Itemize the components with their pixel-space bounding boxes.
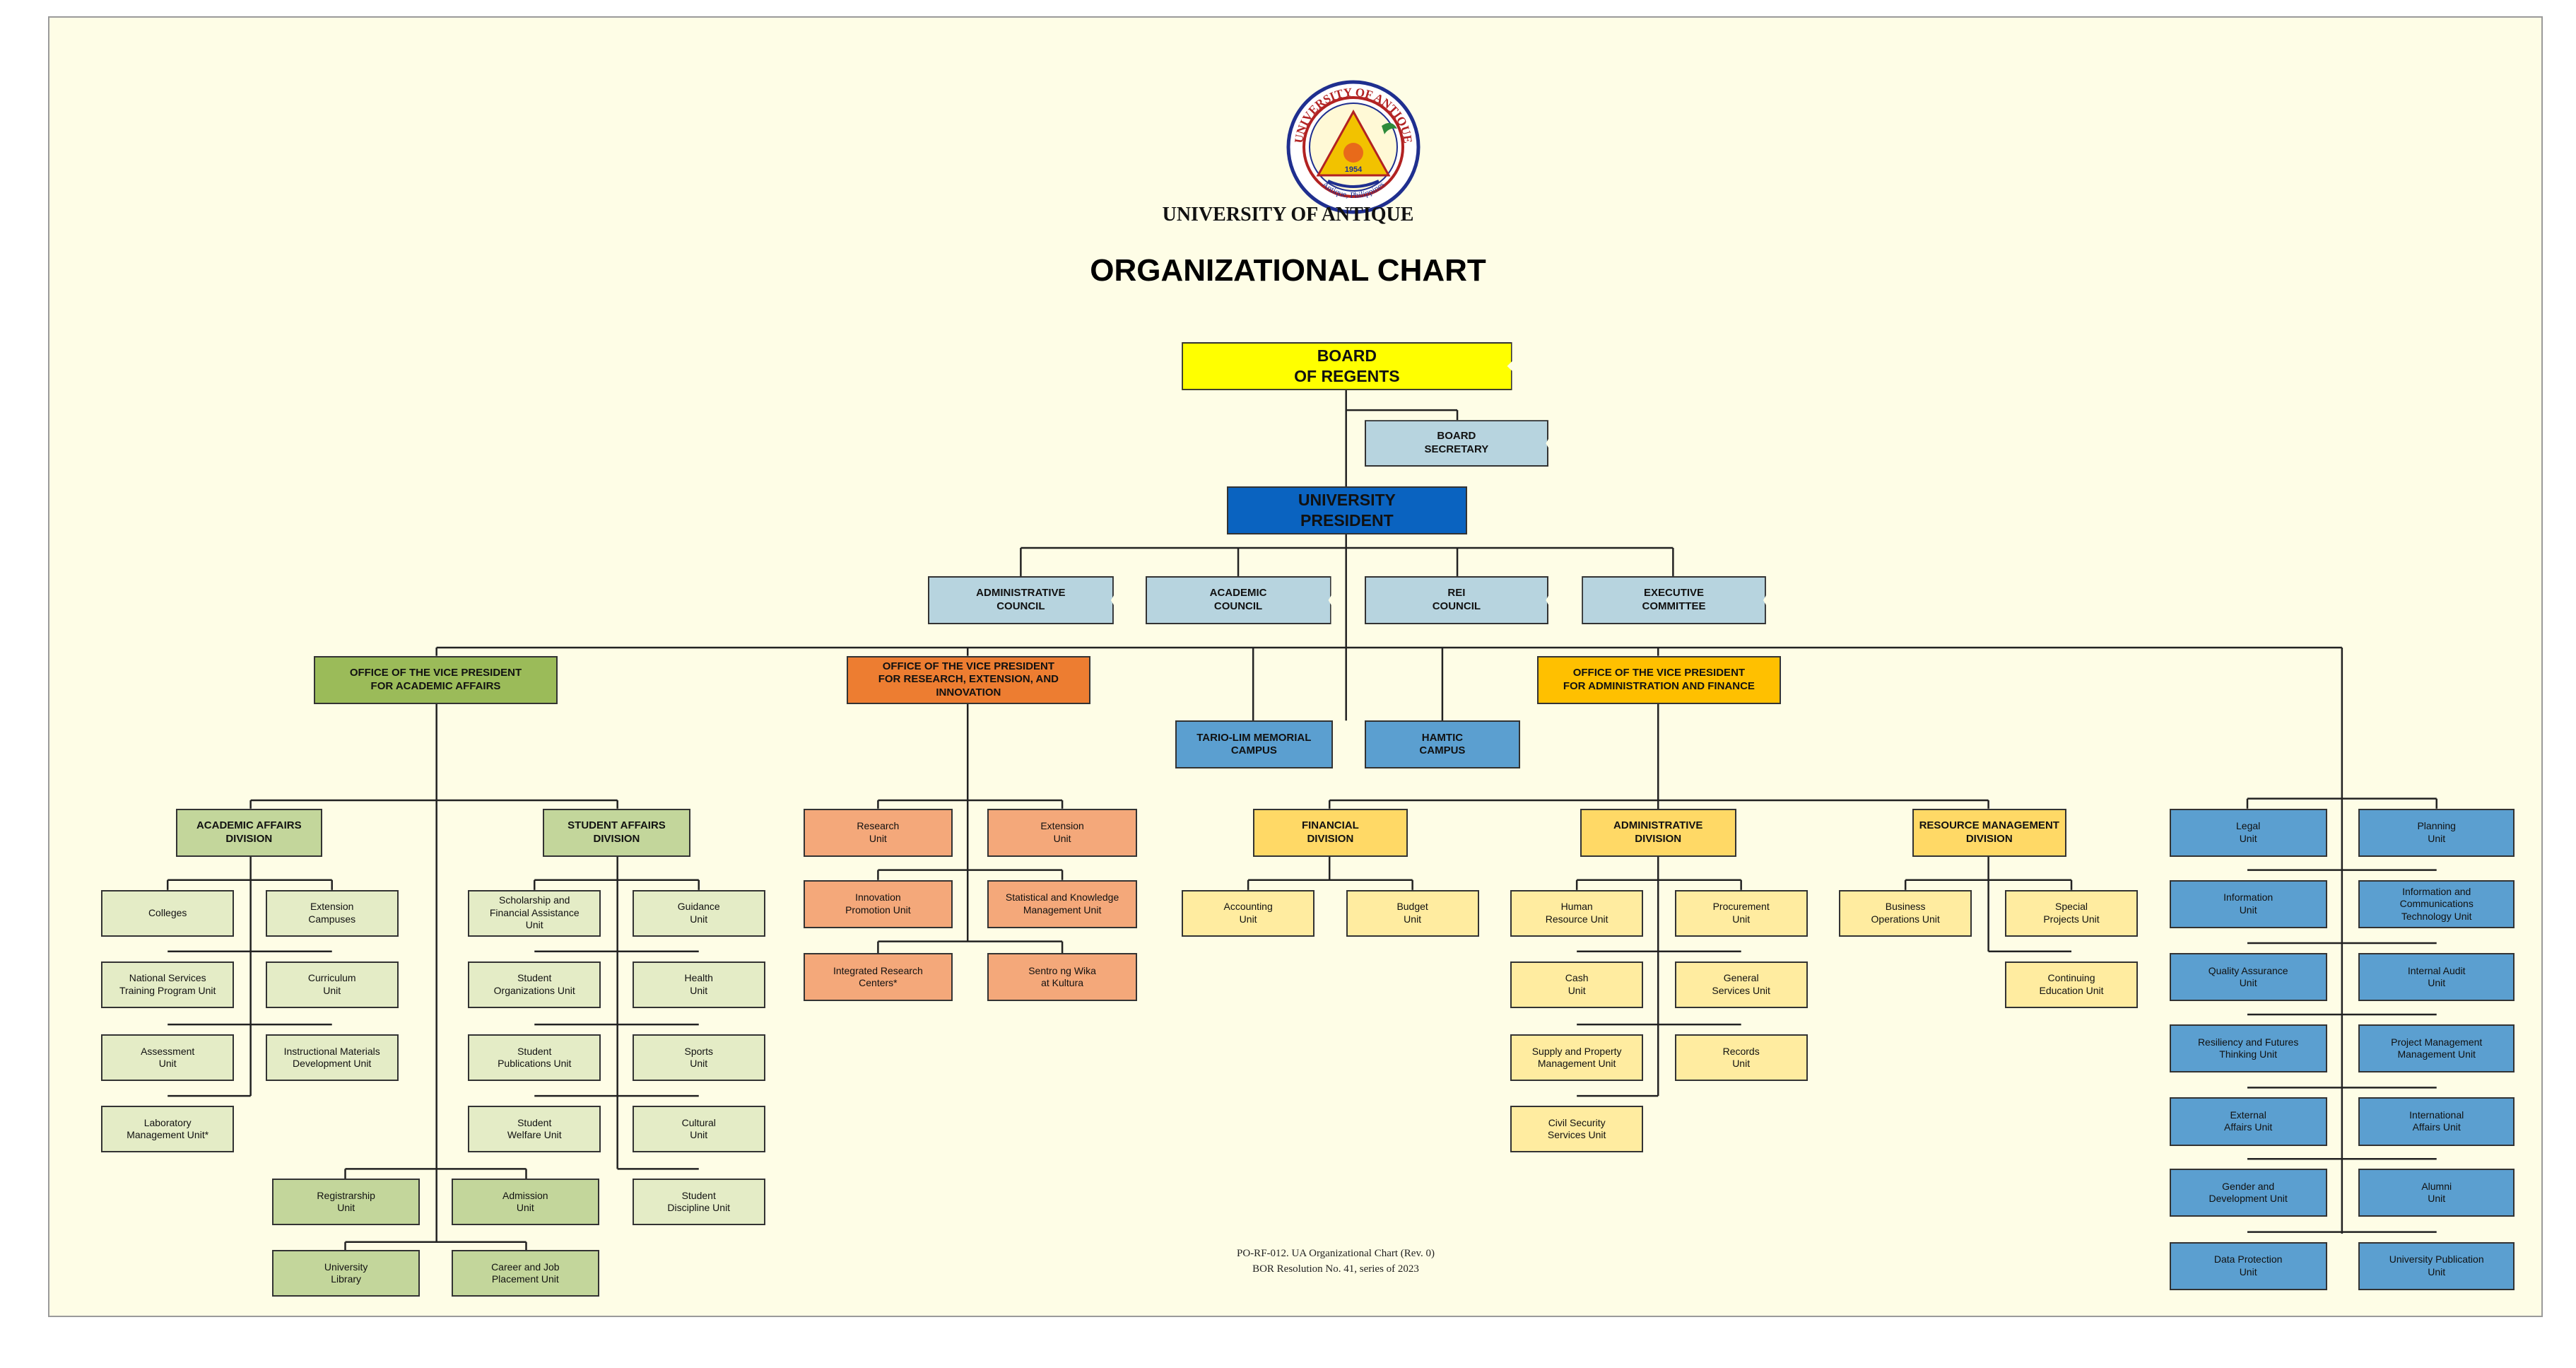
executive-committee-box: EXECUTIVE COMMITTEE	[1582, 575, 1766, 625]
continuing-ed-unit-box: Continuing Education Unit	[2005, 961, 2138, 1008]
planning-unit-box: Planning Unit	[2358, 808, 2515, 857]
administrative-division-box: ADMINISTRATIVE DIVISION	[1580, 808, 1736, 857]
colleges-box: Colleges	[101, 889, 235, 937]
cultural-unit-box: Cultural Unit	[632, 1106, 765, 1152]
gad-unit-box: Gender and Development Unit	[2169, 1169, 2327, 1217]
hamtic-campus-box: HAMTIC CAMPUS	[1364, 720, 1521, 769]
ovp-research-box: OFFICE OF THE VICE PRESIDENT FOR RESEARC…	[846, 655, 1090, 704]
procurement-unit-box: Procurement Unit	[1674, 889, 1808, 937]
integrated-research-box: Integrated Research Centers*	[803, 953, 953, 1002]
innovation-unit-box: Innovation Promotion Unit	[803, 879, 953, 928]
registrarship-unit-box: Registrarship Unit	[272, 1179, 420, 1226]
scholarship-unit-box: Scholarship and Financial Assistance Uni…	[468, 889, 601, 937]
business-ops-unit-box: Business Operations Unit	[1839, 889, 1972, 937]
resiliency-unit-box: Resiliency and Futures Thinking Unit	[2169, 1024, 2327, 1073]
health-unit-box: Health Unit	[632, 961, 765, 1008]
academic-affairs-division-box: ACADEMIC AFFAIRS DIVISION	[175, 808, 322, 857]
university-name: UNIVERSITY OF ANTIQUE	[1162, 204, 1414, 226]
general-services-unit-box: General Services Unit	[1674, 961, 1808, 1008]
publication-unit-box: University Publication Unit	[2358, 1241, 2515, 1290]
imd-unit-box: Instructional Materials Development Unit	[265, 1034, 399, 1081]
nstp-unit-box: National Services Training Program Unit	[101, 961, 235, 1008]
information-unit-box: Information Unit	[2169, 879, 2327, 928]
student-welfare-unit-box: Student Welfare Unit	[468, 1106, 601, 1152]
extension-campuses-box: Extension Campuses	[265, 889, 399, 937]
administrative-council-box: ADMINISTRATIVE COUNCIL	[927, 575, 1114, 625]
research-unit-box: Research Unit	[803, 808, 953, 857]
student-pub-unit-box: Student Publications Unit	[468, 1034, 601, 1081]
sports-unit-box: Sports Unit	[632, 1034, 765, 1081]
ovp-admin-box: OFFICE OF THE VICE PRESIDENT FOR ADMINIS…	[1536, 655, 1782, 704]
seal-year: 1954	[1345, 165, 1363, 174]
footer-form-code: PO-RF-012. UA Organizational Chart (Rev.…	[1237, 1248, 1435, 1259]
resource-mgmt-division-box: RESOURCE MANAGEMENT DIVISION	[1912, 808, 2066, 857]
ict-unit-box: Information and Communications Technolog…	[2358, 879, 2515, 928]
budget-unit-box: Budget Unit	[1346, 889, 1479, 937]
lab-mgmt-unit-box: Laboratory Management Unit*	[101, 1106, 235, 1152]
alumni-unit-box: Alumni Unit	[2358, 1169, 2515, 1217]
quality-assurance-unit-box: Quality Assurance Unit	[2169, 953, 2327, 1002]
board-box: BOARD OF REGENTS	[1182, 341, 1512, 390]
external-affairs-unit-box: External Affairs Unit	[2169, 1097, 2327, 1146]
academic-council-box: ACADEMIC COUNCIL	[1145, 575, 1331, 625]
page-title: ORGANIZATIONAL CHART	[1090, 253, 1486, 288]
data-protection-unit-box: Data Protection Unit	[2169, 1241, 2327, 1290]
student-org-unit-box: Student Organizations Unit	[468, 961, 601, 1008]
student-discipline-unit-box: Student Discipline Unit	[632, 1179, 765, 1226]
civil-security-unit-box: Civil Security Services Unit	[1510, 1106, 1644, 1152]
financial-division-box: FINANCIAL DIVISION	[1253, 808, 1408, 857]
tario-lim-campus-box: TARIO-LIM MEMORIAL CAMPUS	[1175, 720, 1333, 769]
president-box: UNIVERSITY PRESIDENT	[1226, 486, 1468, 535]
cash-unit-box: Cash Unit	[1510, 961, 1644, 1008]
project-mgmt-unit-box: Project Management Management Unit	[2358, 1024, 2515, 1073]
admission-unit-box: Admission Unit	[451, 1179, 599, 1226]
accounting-unit-box: Accounting Unit	[1182, 889, 1315, 937]
assessment-unit-box: Assessment Unit	[101, 1034, 235, 1081]
career-unit-box: Career and Job Placement Unit	[451, 1250, 599, 1297]
sentro-wika-box: Sentro ng Wika at Kultura	[987, 953, 1137, 1002]
board-secretary-box: BOARD SECRETARY	[1364, 420, 1549, 467]
footer-resolution: BOR Resolution No. 41, series of 2023	[1252, 1263, 1419, 1275]
ovp-academic-box: OFFICE OF THE VICE PRESIDENT FOR ACADEMI…	[313, 655, 558, 704]
curriculum-unit-box: Curriculum Unit	[265, 961, 399, 1008]
guidance-unit-box: Guidance Unit	[632, 889, 765, 937]
university-seal-icon: UNIVERSITY OF ANTIQUE Antique, Philippin…	[1286, 80, 1421, 214]
legal-unit-box: Legal Unit	[2169, 808, 2327, 857]
rei-council-box: REI COUNCIL	[1364, 575, 1549, 625]
international-affairs-unit-box: International Affairs Unit	[2358, 1097, 2515, 1146]
internal-audit-unit-box: Internal Audit Unit	[2358, 953, 2515, 1002]
records-unit-box: Records Unit	[1674, 1034, 1808, 1081]
university-library-box: University Library	[272, 1250, 420, 1297]
supply-property-unit-box: Supply and Property Management Unit	[1510, 1034, 1644, 1081]
extension-unit-box: Extension Unit	[987, 808, 1137, 857]
human-resource-unit-box: Human Resource Unit	[1510, 889, 1644, 937]
stat-knowledge-unit-box: Statistical and Knowledge Management Uni…	[987, 879, 1137, 928]
student-affairs-division-box: STUDENT AFFAIRS DIVISION	[542, 808, 690, 857]
special-projects-unit-box: Special Projects Unit	[2005, 889, 2138, 937]
